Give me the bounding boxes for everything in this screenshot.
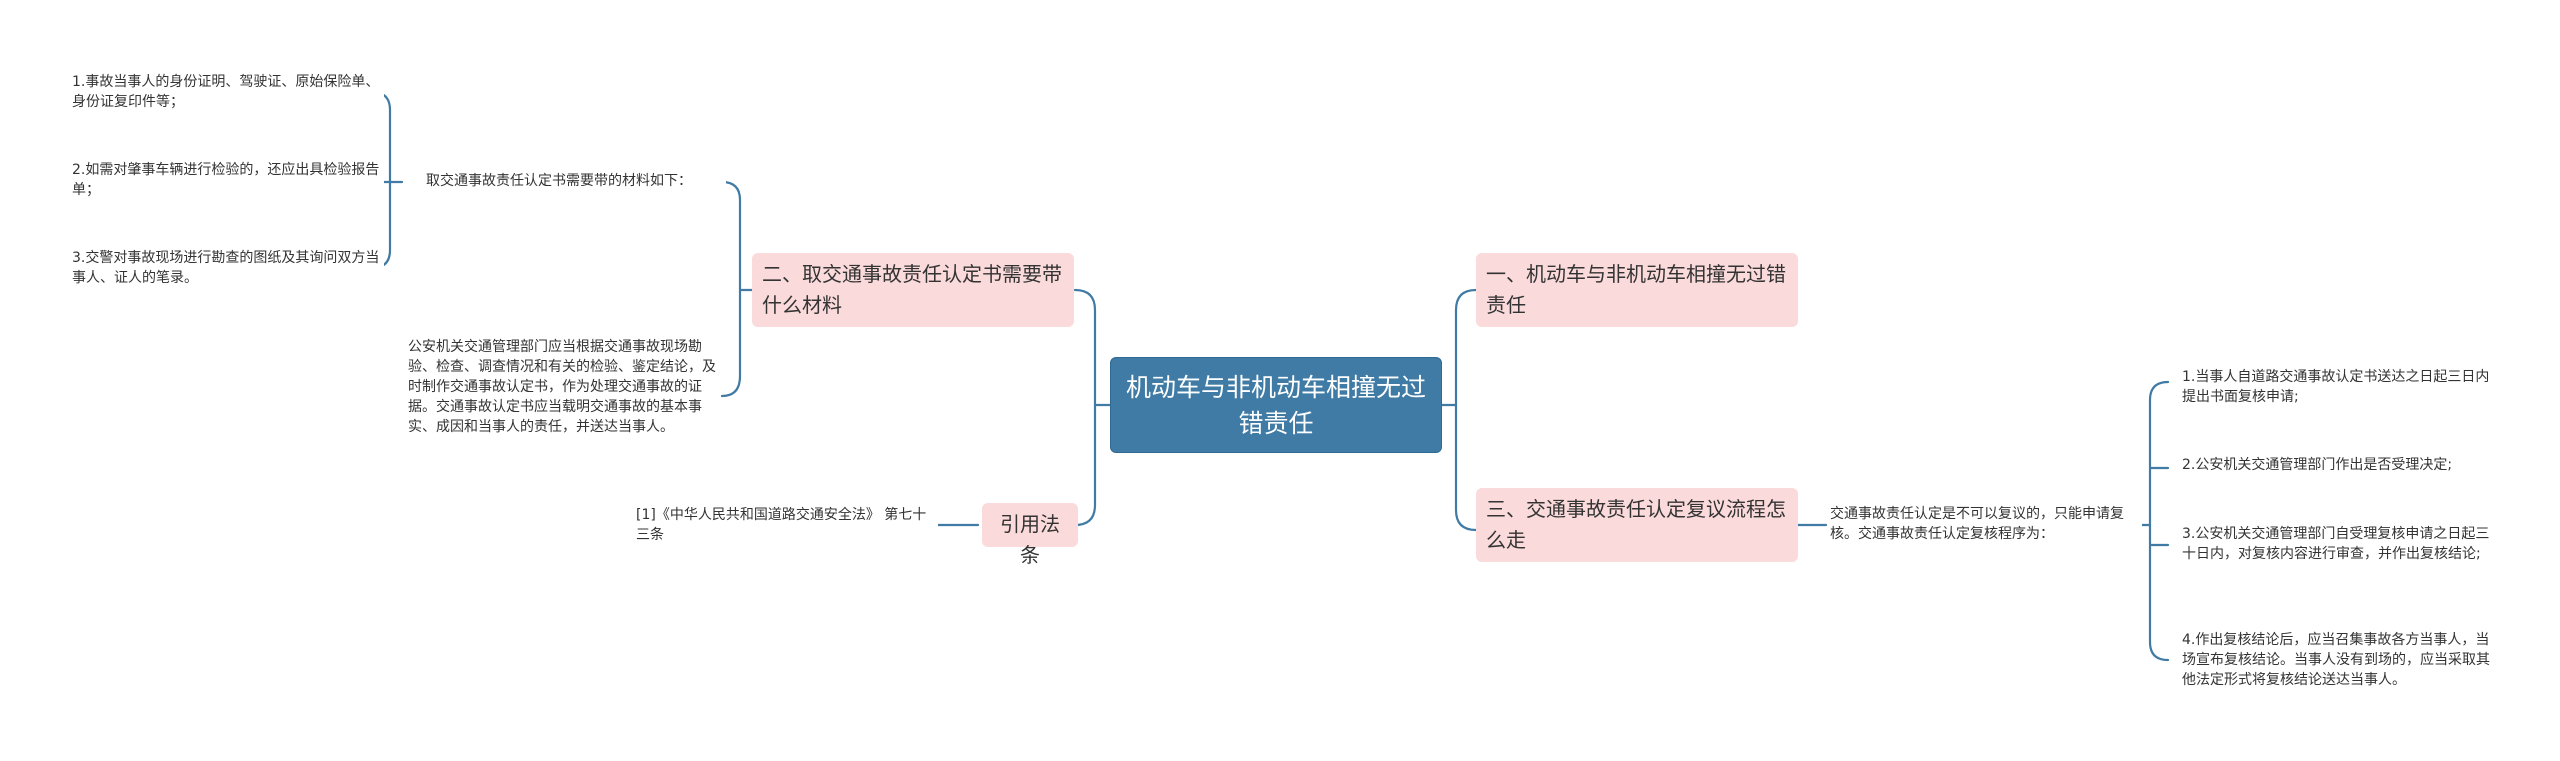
branch-2-label: 二、取交通事故责任认定书需要带什么材料 xyxy=(762,262,1062,317)
material-1-text: 1.事故当事人的身份证明、驾驶证、原始保险单、身份证复印件等； xyxy=(72,74,380,110)
branch-1-node[interactable]: 一、机动车与非机动车相撞无过错责任 xyxy=(1476,253,1798,327)
police-paragraph-leaf[interactable]: 公安机关交通管理部门应当根据交通事故现场勘验、检查、调查情况和有关的检验、鉴定结… xyxy=(408,337,718,437)
review-step-3-leaf[interactable]: 3.公安机关交通管理部门自受理复核申请之日起三十日内，对复核内容进行审查，并作出… xyxy=(2182,524,2500,564)
materials-intro-text: 取交通事故责任认定书需要带的材料如下： xyxy=(426,173,692,189)
law-reference-text: [1]《中华人民共和国道路交通安全法》 第七十三条 xyxy=(636,507,927,543)
material-3-text: 3.交警对事故现场进行勘查的图纸及其询问双方当事人、证人的笔录。 xyxy=(72,250,380,286)
root-topic[interactable]: 机动车与非机动车相撞无过错责任 xyxy=(1110,357,1442,453)
branch-1-label: 一、机动车与非机动车相撞无过错责任 xyxy=(1486,262,1786,317)
material-1-leaf[interactable]: 1.事故当事人的身份证明、驾驶证、原始保险单、身份证复印件等； xyxy=(72,72,384,112)
link-materials xyxy=(370,90,404,270)
link-root-right xyxy=(1440,288,1478,532)
branch-4-node[interactable]: 引用法条 xyxy=(982,503,1078,567)
branch-3-label: 三、交通事故责任认定复议流程怎么走 xyxy=(1486,497,1786,552)
review-step-2-leaf[interactable]: 2.公安机关交通管理部门作出是否受理决定; xyxy=(2182,455,2500,475)
review-step-2-text: 2.公安机关交通管理部门作出是否受理决定; xyxy=(2182,457,2453,473)
law-reference-leaf[interactable]: [1]《中华人民共和国道路交通安全法》 第七十三条 xyxy=(636,505,938,545)
material-2-leaf[interactable]: 2.如需对肇事车辆进行检验的，还应出具检验报告单； xyxy=(72,160,384,200)
review-step-4-leaf[interactable]: 4.作出复核结论后，应当召集事故各方当事人，当场宣布复核结论。当事人没有到场的，… xyxy=(2182,630,2500,690)
branch-4-label: 引用法条 xyxy=(1000,512,1060,567)
police-paragraph-text: 公安机关交通管理部门应当根据交通事故现场勘验、检查、调查情况和有关的检验、鉴定结… xyxy=(408,339,716,435)
link-root-left xyxy=(1073,288,1112,527)
review-intro-text: 交通事故责任认定是不可以复议的，只能申请复核。交通事故责任认定复核程序为： xyxy=(1830,506,2124,542)
review-step-3-text: 3.公安机关交通管理部门自受理复核申请之日起三十日内，对复核内容进行审查，并作出… xyxy=(2182,526,2490,562)
review-step-1-text: 1.当事人自道路交通事故认定书送达之日起三日内提出书面复核申请; xyxy=(2182,369,2490,405)
review-intro-leaf[interactable]: 交通事故责任认定是不可以复议的，只能申请复核。交通事故责任认定复核程序为： xyxy=(1830,504,2142,544)
root-topic-label: 机动车与非机动车相撞无过错责任 xyxy=(1125,373,1426,438)
branch-2-node[interactable]: 二、取交通事故责任认定书需要带什么材料 xyxy=(752,253,1074,327)
material-2-text: 2.如需对肇事车辆进行检验的，还应出具检验报告单； xyxy=(72,162,380,198)
material-3-leaf[interactable]: 3.交警对事故现场进行勘查的图纸及其询问双方当事人、证人的笔录。 xyxy=(72,248,384,288)
review-step-4-text: 4.作出复核结论后，应当召集事故各方当事人，当场宣布复核结论。当事人没有到场的，… xyxy=(2182,632,2490,688)
branch-3-node[interactable]: 三、交通事故责任认定复议流程怎么走 xyxy=(1476,488,1798,562)
link-steps xyxy=(2133,380,2170,662)
materials-intro-leaf[interactable]: 取交通事故责任认定书需要带的材料如下： xyxy=(426,171,726,191)
link-b2-children xyxy=(720,180,754,398)
review-step-1-leaf[interactable]: 1.当事人自道路交通事故认定书送达之日起三日内提出书面复核申请; xyxy=(2182,367,2500,407)
